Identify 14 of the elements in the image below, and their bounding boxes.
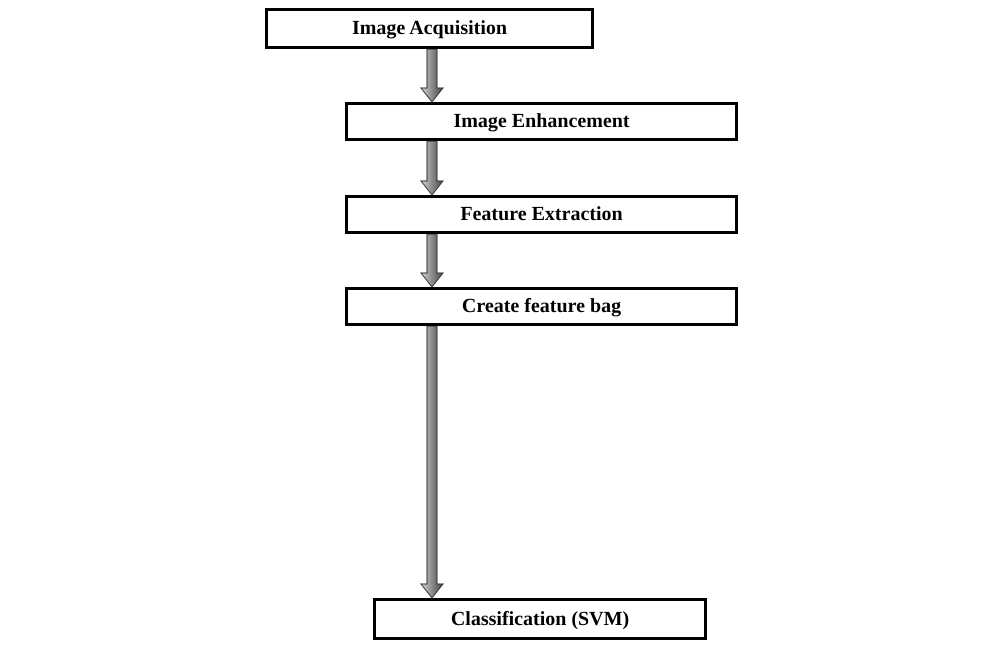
process-box — [345, 287, 738, 326]
step-label: Image Enhancement — [453, 110, 630, 133]
step-label: Image Acquisition — [352, 17, 508, 40]
step-label: Feature Extraction — [460, 203, 623, 226]
arrow — [420, 326, 444, 599]
arrow — [420, 234, 444, 288]
process-box — [373, 598, 707, 640]
process-box — [345, 102, 738, 141]
arrow — [420, 48, 444, 103]
arrow — [420, 140, 444, 196]
process-box — [265, 8, 594, 49]
process-box — [345, 195, 738, 234]
step-label: Classification (SVM) — [450, 608, 630, 630]
step-label: Create feature bag — [462, 295, 622, 318]
